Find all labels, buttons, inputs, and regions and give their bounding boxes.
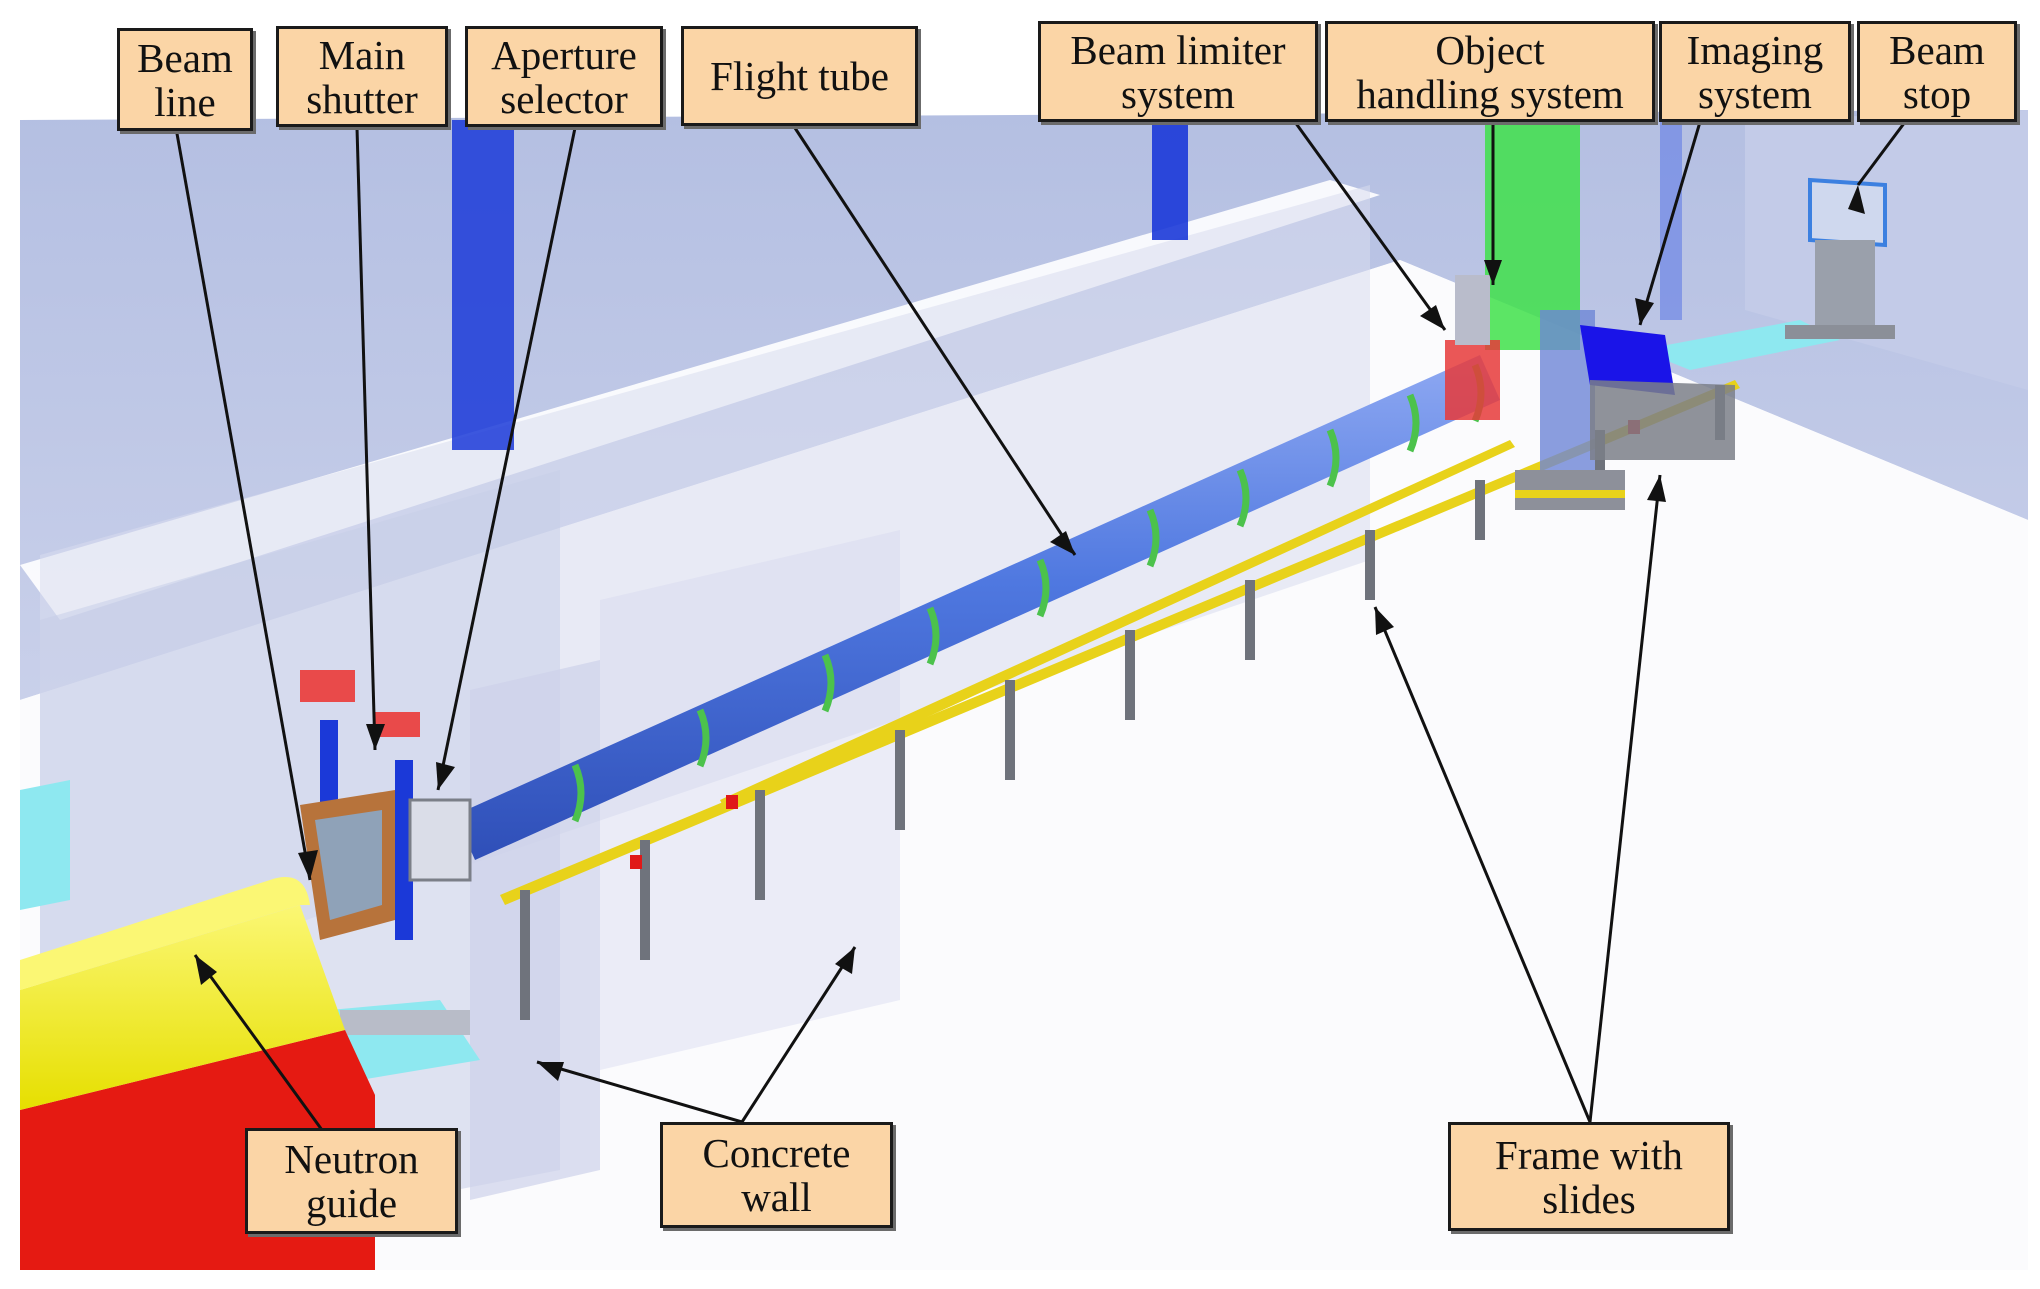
concrete-block-front — [470, 660, 600, 1200]
callout-beam-limiter: Beam limiter system — [1038, 21, 1318, 122]
callout-frame-with-slides-l2: slides — [1542, 1175, 1636, 1222]
callout-flight-tube-l1: Flight tube — [710, 53, 889, 99]
callout-beam-limiter-l1: Beam limiter — [1070, 26, 1286, 73]
red-stop-front — [630, 855, 642, 869]
beamline-window-inner — [315, 810, 382, 920]
callout-aperture-selector: Aperture selector — [465, 26, 663, 127]
callout-object-handling: Object handling system — [1325, 21, 1655, 122]
callout-neutron-guide: Neutron guide — [245, 1128, 458, 1234]
callout-beam-stop-l1: Beam — [1889, 26, 1985, 73]
callout-beam-line-l1: Beam — [137, 34, 233, 81]
rail-back — [720, 440, 1515, 810]
callout-beam-stop: Beam stop — [1857, 21, 2017, 122]
callout-imaging-system-l1: Imaging — [1686, 26, 1824, 73]
callout-object-handling-l1: Object — [1435, 26, 1545, 73]
column-blue-left — [452, 120, 514, 450]
callout-neutron-guide-l2: guide — [305, 1180, 398, 1226]
neutron-guide-yellow-side — [20, 905, 345, 1110]
callout-main-shutter-l1: Main — [318, 31, 406, 78]
beam-limiter-red — [1445, 340, 1500, 420]
callout-main-shutter-l2: shutter — [306, 75, 418, 122]
callout-frame-with-slides-l1: Frame with — [1495, 1131, 1683, 1178]
column-blue-mid — [1152, 120, 1188, 240]
shutter-motor — [300, 670, 355, 702]
callout-concrete-wall-l2: wall — [741, 1174, 812, 1220]
callout-main-shutter: Main shutter — [276, 26, 448, 127]
callout-neutron-guide-l1: Neutron — [284, 1136, 419, 1182]
callout-beam-line: Beam line — [117, 28, 253, 131]
callout-object-handling-l2: handling system — [1356, 70, 1624, 117]
callout-imaging-system: Imaging system — [1659, 21, 1851, 122]
beam-stop-foot — [1785, 325, 1895, 339]
callout-beam-stop-l2: stop — [1902, 70, 1972, 117]
callout-beam-line-l2: line — [154, 78, 216, 125]
red-stop-mid — [726, 795, 738, 809]
leader-lines — [174, 121, 1907, 1131]
arrow-heads — [195, 185, 1865, 1081]
imaging-camera — [1580, 325, 1675, 395]
callout-aperture-selector-l2: selector — [500, 75, 628, 122]
callout-concrete-wall: Concrete wall — [660, 1122, 893, 1228]
callout-imaging-system-l2: system — [1698, 70, 1812, 117]
shutter-base — [340, 1010, 470, 1035]
object-stand — [1455, 275, 1490, 345]
neutron-guide-yellow-top — [20, 877, 310, 990]
object-handler-rail — [1515, 490, 1625, 498]
rail-front — [500, 380, 1740, 905]
imaging-frame-right — [1590, 380, 1735, 460]
beam-stop-stand — [1815, 240, 1875, 330]
callout-beam-limiter-l2: system — [1121, 70, 1235, 117]
floor-strip-left — [20, 780, 70, 910]
callout-frame-with-slides: Frame with slides — [1448, 1122, 1730, 1231]
callout-flight-tube: Flight tube — [681, 26, 918, 126]
callout-aperture-selector-l1: Aperture — [491, 31, 637, 78]
aperture-box — [408, 798, 472, 882]
beam-stop-box — [1808, 177, 1887, 248]
callout-concrete-wall-l1: Concrete — [702, 1130, 851, 1176]
flight-tube — [455, 355, 1500, 860]
